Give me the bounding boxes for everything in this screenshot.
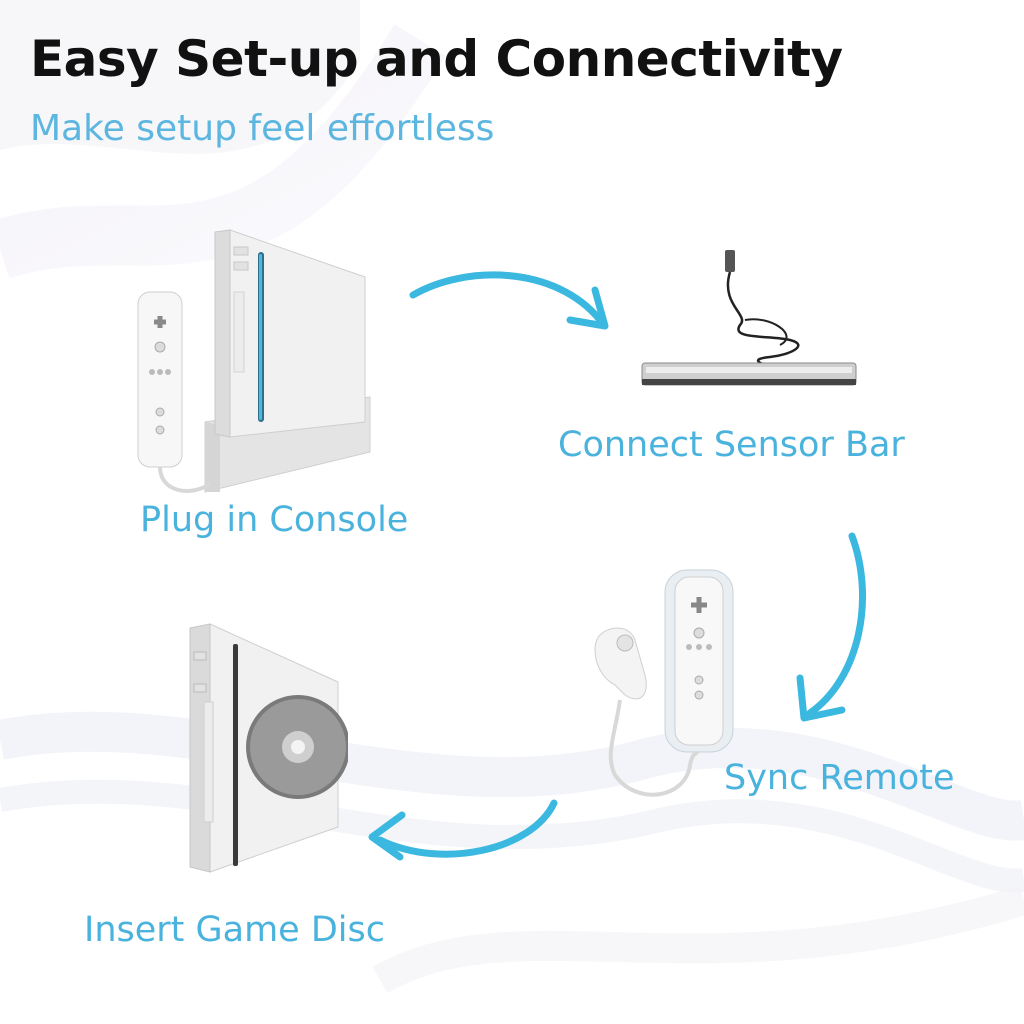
page-title: Easy Set-up and Connectivity	[30, 30, 843, 88]
remote-and-nunchuk-icon	[594, 569, 734, 797]
wii-console-with-remote-icon	[137, 229, 371, 493]
arrow-console-to-sensor-icon	[409, 271, 609, 330]
step-label-sync-remote: Sync Remote	[724, 758, 955, 798]
console-with-disc-icon	[189, 623, 348, 873]
arrow-sensor-to-remote-icon	[796, 532, 866, 722]
sensor-bar-icon	[641, 250, 857, 386]
step-label-insert-game-disc: Insert Game Disc	[84, 910, 385, 950]
step-label-plug-in-console: Plug in Console	[140, 500, 409, 540]
step-label-connect-sensor-bar: Connect Sensor Bar	[558, 425, 905, 465]
arrow-remote-to-disc-icon	[368, 799, 558, 861]
page-subtitle: Make setup feel effortless	[30, 108, 495, 149]
